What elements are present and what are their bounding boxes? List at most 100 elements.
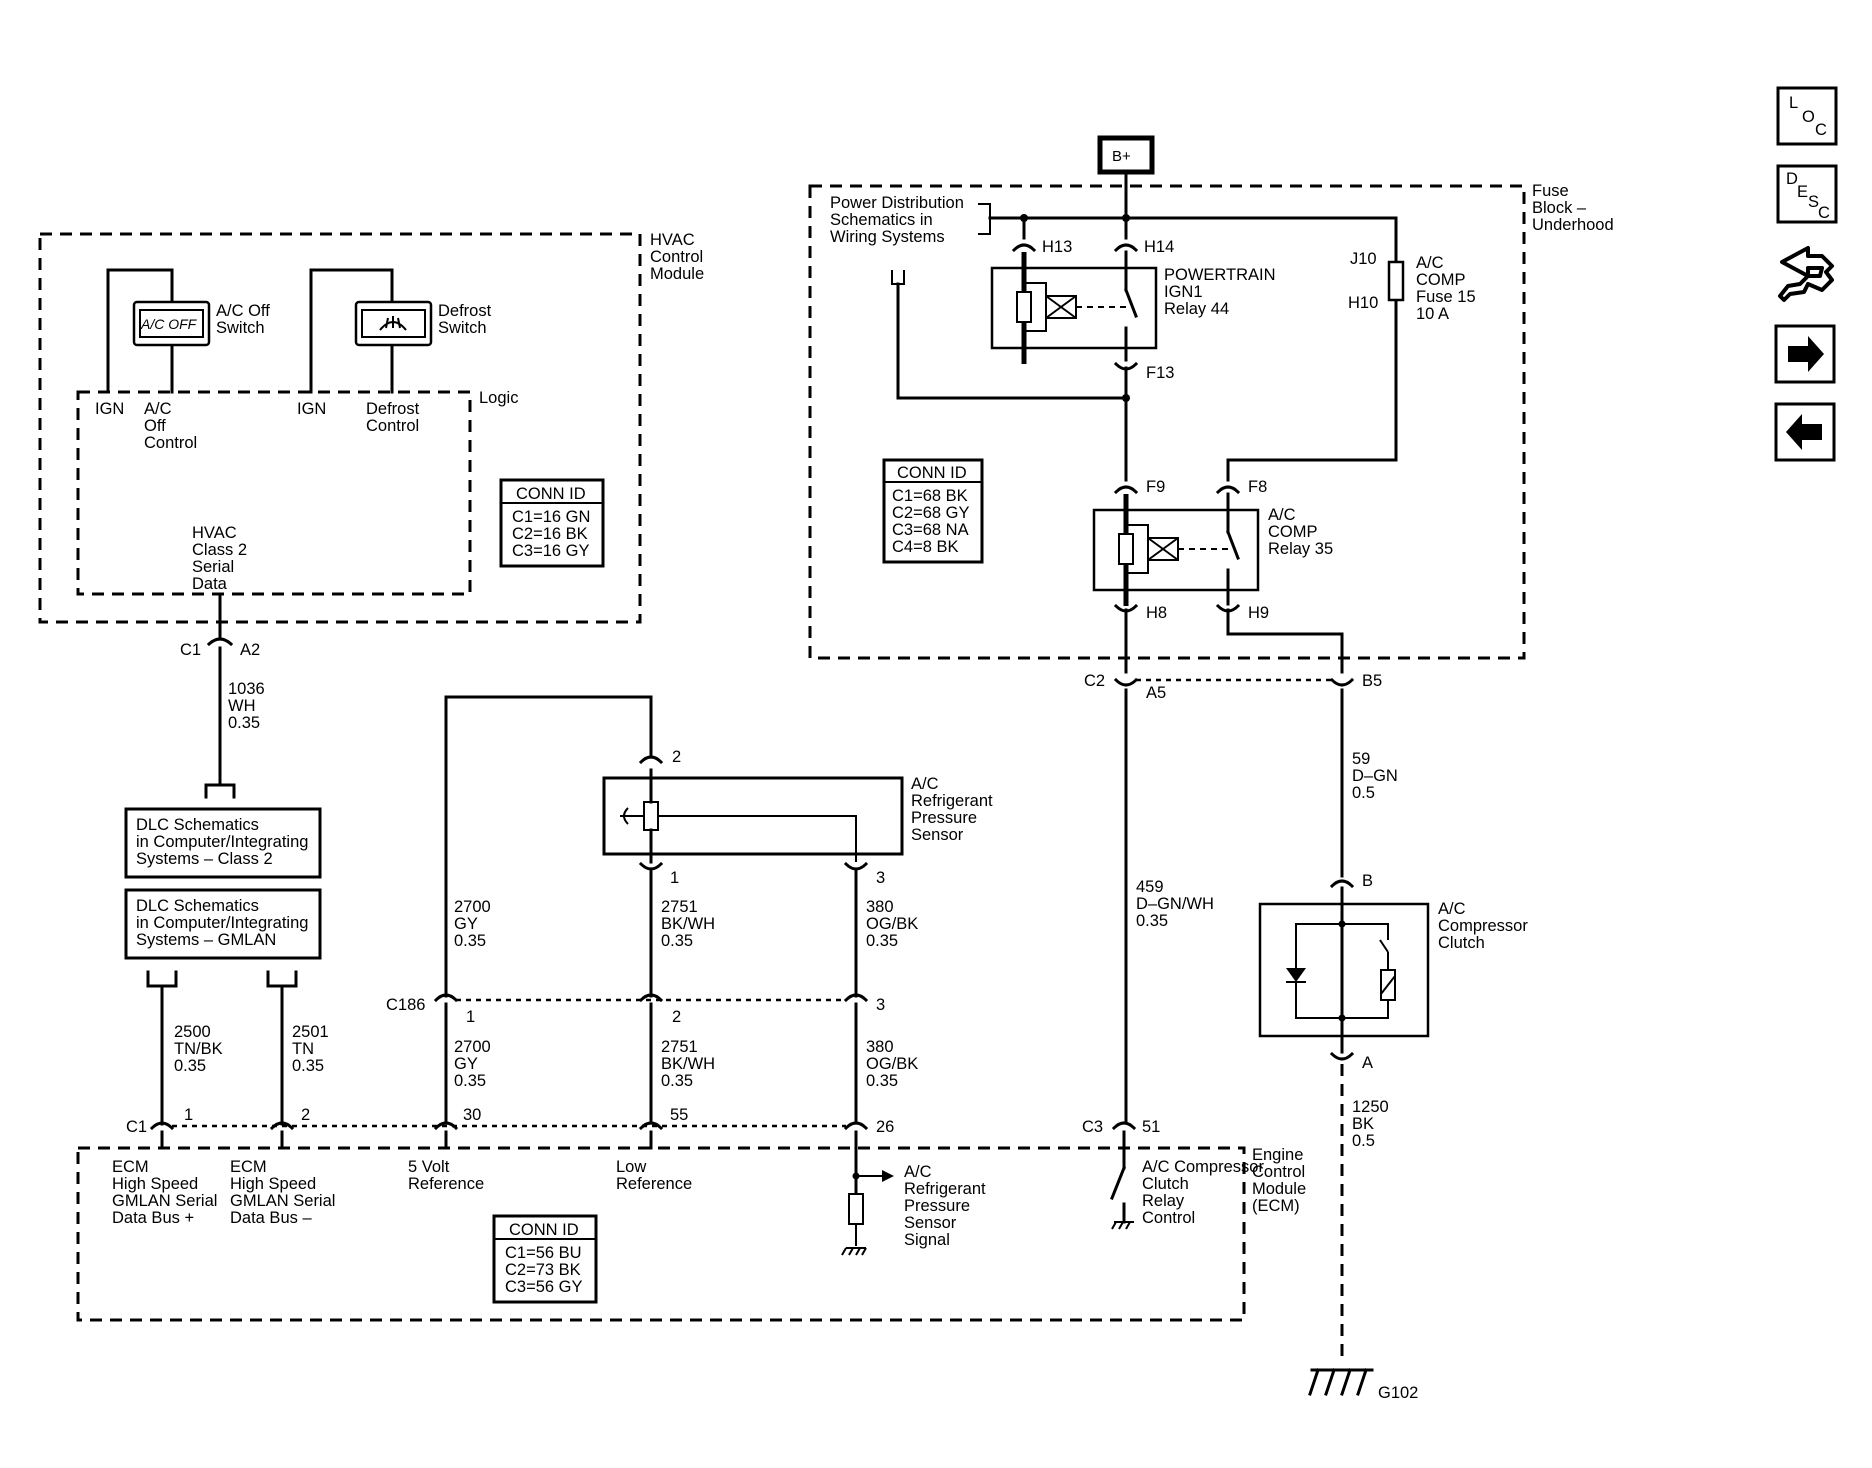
ecm-pin-2: 2 — [301, 1106, 310, 1124]
svg-text:DLC Schematics: DLC Schematics — [136, 897, 259, 915]
pin-f8-label: F8 — [1248, 478, 1267, 496]
serial-data-circuit: C1 A2 1036 WH 0.35 — [180, 592, 265, 799]
hvac-serial-data-label: HVAC Class 2 Serial Data — [192, 524, 252, 593]
desc-letter-c: C — [1818, 204, 1830, 222]
low-reference-circuit: 2751 BK/WH 0.35 — [649, 870, 720, 998]
ecm-sensor-signal-label: A/C Refrigerant Pressure Sensor Signal — [904, 1163, 990, 1249]
ecm-conn-c1: C1=56 BU — [505, 1244, 582, 1262]
hvac-logic-label: Logic — [479, 389, 518, 407]
pin-b5-label: B5 — [1362, 672, 1382, 690]
wire-2500-label: 2500 TN/BK 0.35 — [174, 1023, 227, 1075]
ecm-pin-30: 30 — [463, 1106, 481, 1124]
fb-conn-c1: C1=68 BK — [892, 487, 968, 505]
defrost-icon — [379, 316, 407, 331]
arrow-left-icon — [1786, 414, 1822, 450]
loc-letter-o: O — [1802, 108, 1815, 126]
fb-conn-id-title: CONN ID — [897, 464, 967, 482]
ac-comp-fuse-15 — [1387, 260, 1405, 302]
ecm-c1-label: C1 — [126, 1118, 147, 1136]
desc-letter-d: D — [1786, 170, 1798, 188]
fuse-block-boundary — [808, 184, 1526, 660]
ecm-clutch-relay-driver — [1110, 1121, 1137, 1230]
relay-output-circuits: C2 A5 B5 459 D–GN/WH 0.35 59 D–GN 0.5 — [1084, 608, 1398, 1124]
ac-comp-relay-label: A/C COMP Relay 35 — [1268, 506, 1333, 558]
hvac-module-boundary — [38, 232, 642, 624]
ground-g102-label: G102 — [1378, 1384, 1418, 1402]
sensor-pin-1: 1 — [670, 869, 679, 887]
dlc-class2-reference[interactable]: DLC Schematics in Computer/Integrating S… — [124, 807, 322, 879]
pressure-sensor-label: A/C Refrigerant Pressure Sensor — [911, 775, 997, 844]
hvac-conn-id-table: CONN ID C1=16 GN C2=16 BK C3=16 GY — [499, 478, 605, 568]
loc-button[interactable]: L O C — [1776, 86, 1838, 146]
ecm-bus-minus-label: ECM High Speed GMLAN Serial Data Bus – — [230, 1158, 340, 1227]
pin-h14-label: H14 — [1144, 238, 1174, 256]
dlc-gmlan-reference[interactable]: DLC Schematics in Computer/Integrating S… — [124, 888, 322, 960]
svg-text:DLC Schematics: DLC Schematics — [136, 816, 259, 834]
ecm-clutch-control-label: A/C Compressor Clutch Relay Control — [1142, 1158, 1269, 1227]
wire-1250-label: 1250 BK 0.5 — [1352, 1098, 1393, 1150]
svg-text:in Computer/Integrating: in Computer/Integrating — [136, 833, 308, 851]
powertrain-relay-label: POWERTRAIN IGN1 Relay 44 — [1164, 266, 1280, 318]
ign-input-1: IGN — [95, 400, 124, 418]
power-distribution-reference[interactable]: Power Distribution Schematics in Wiring … — [830, 194, 968, 246]
arrow-right-icon — [1788, 336, 1824, 372]
hvac-conn-c3: C3=16 GY — [512, 542, 590, 560]
fuse-block-underhood: Fuse Block – Underhood B+ Power Distribu… — [808, 135, 1614, 660]
wire-380-label-upper: 380 OG/BK 0.35 — [866, 898, 923, 950]
c186-pin-1: 1 — [466, 1008, 475, 1026]
pin-h8-label: H8 — [1146, 604, 1167, 622]
ecm-conn-id-title: CONN ID — [509, 1221, 579, 1239]
desc-button[interactable]: D E S C — [1776, 164, 1838, 224]
loc-letter-c: C — [1815, 121, 1827, 139]
ac-refrigerant-pressure-sensor: A/C Refrigerant Pressure Sensor 2 1 3 — [602, 748, 997, 887]
ecm-conn-c2: C2=73 BK — [505, 1261, 581, 1279]
sensor-pin-3: 3 — [876, 869, 885, 887]
previous-page-button[interactable] — [1774, 402, 1836, 462]
ecm-five-volt-label: 5 Volt Reference — [408, 1158, 484, 1193]
pin-f13-label: F13 — [1146, 364, 1174, 382]
ac-compressor-clutch: B A — [1258, 872, 1430, 1072]
ac-off-switch-label: A/C Off Switch — [216, 302, 274, 337]
ac-off-switch-face: A/C OFF — [140, 316, 198, 332]
fuse-block-title: Fuse Block – Underhood — [1532, 182, 1614, 234]
connector-c2-label: C2 — [1084, 672, 1105, 690]
hvac-logic-boundary — [76, 390, 472, 596]
ecm-pin-51: 51 — [1142, 1118, 1160, 1136]
pin-h13-label: H13 — [1042, 238, 1072, 256]
ecm-c3-label: C3 — [1082, 1118, 1103, 1136]
fb-conn-c4: C4=8 BK — [892, 538, 959, 556]
gmlan-circuits: 2500 TN/BK 0.35 2501 TN 0.35 — [146, 970, 329, 1126]
ecm-conn-c3: C3=56 GY — [505, 1278, 583, 1296]
five-volt-reference-circuit: 2700 GY 0.35 — [444, 695, 653, 998]
desc-letter-s: S — [1808, 193, 1819, 211]
next-page-button[interactable] — [1774, 324, 1836, 384]
c186-pin-3: 3 — [876, 996, 885, 1014]
pin-a2-label: A2 — [240, 641, 260, 659]
pin-h9-label: H9 — [1248, 604, 1269, 622]
wire-2700-label-lower: 2700 GY 0.35 — [454, 1038, 495, 1090]
hvac-conn-c2: C2=16 BK — [512, 525, 588, 543]
wire-2700-label-upper: 2700 GY 0.35 — [454, 898, 495, 950]
ecm-pin-55: 55 — [670, 1106, 688, 1124]
fuse-block-conn-id-table: CONN ID C1=68 BK C2=68 GY C3=68 NA C4=8 … — [882, 458, 984, 564]
ecm-sensor-signal-input — [841, 1130, 894, 1256]
ecm-boundary — [76, 1146, 1246, 1322]
wire-2751-label-upper: 2751 BK/WH 0.35 — [661, 898, 720, 950]
clutch-pin-b: B — [1362, 872, 1373, 890]
pin-j10-label: J10 — [1350, 250, 1377, 268]
hvac-control-module: HVAC Control Module Logic A/C OFF A/C Of… — [38, 231, 704, 624]
pin-f9-label: F9 — [1146, 478, 1165, 496]
battery-positive-label: B+ — [1112, 148, 1131, 165]
ground-g102: G102 — [1308, 1064, 1418, 1402]
fb-conn-c3: C3=68 NA — [892, 521, 969, 539]
loc-letter-l: L — [1789, 94, 1798, 112]
connector-c1-a2-symbol — [206, 637, 234, 647]
ac-compressor-clutch-label: A/C Compressor Clutch — [1438, 900, 1532, 952]
ecm-low-reference-label: Low Reference — [616, 1158, 692, 1193]
powertrain-ign1-relay — [990, 250, 1158, 364]
wire-2751-label-lower: 2751 BK/WH 0.35 — [661, 1038, 720, 1090]
wire-380-label-lower: 380 OG/BK 0.35 — [866, 1038, 923, 1090]
wiring-tools-button[interactable] — [1776, 240, 1838, 302]
ac-off-control-label: A/C Off Control — [144, 400, 197, 452]
